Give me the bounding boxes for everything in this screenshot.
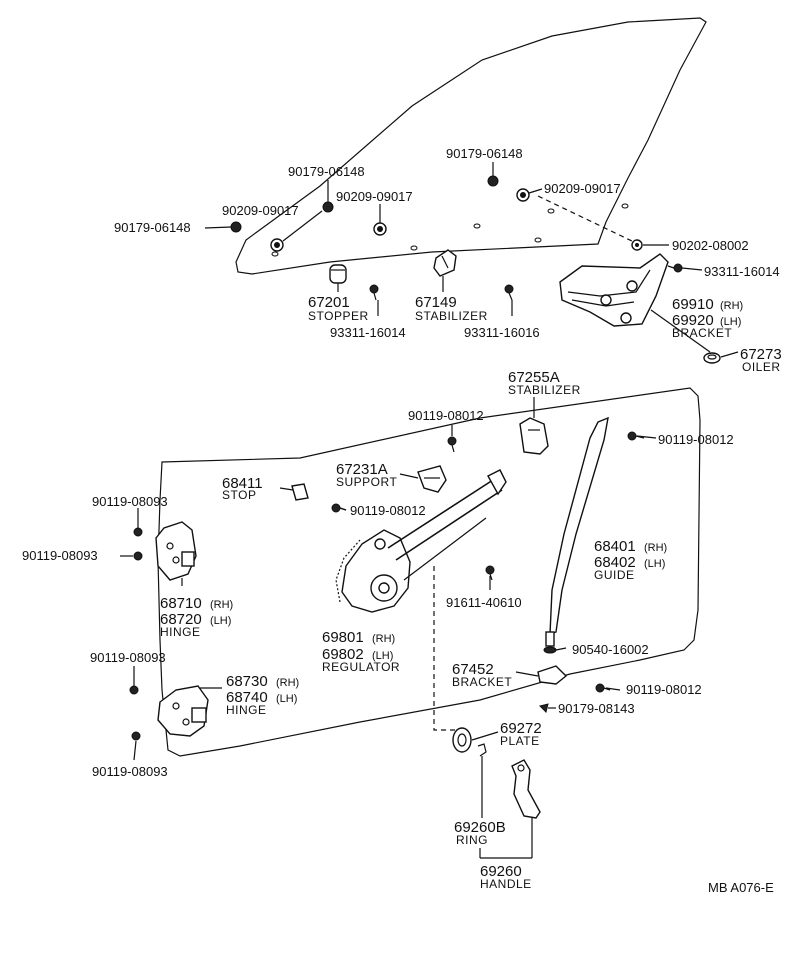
label-90209-09017-mid: 90209-09017 bbox=[336, 189, 413, 204]
label-68720: 68720 bbox=[160, 611, 202, 628]
label-68730-side: (RH) bbox=[276, 677, 299, 689]
label-90119-08093-d: 90119-08093 bbox=[92, 764, 168, 779]
label-93311-16014-right: 93311-16014 bbox=[704, 264, 780, 279]
regulator-69801-part bbox=[335, 469, 507, 613]
label-67255A: 67255A bbox=[508, 369, 560, 386]
stop-68411-part bbox=[291, 483, 309, 501]
label-68740: 68740 bbox=[226, 689, 268, 706]
label-stabilizer-67255A: STABILIZER bbox=[508, 383, 581, 397]
bracket-69910-part bbox=[559, 253, 683, 327]
label-90119-08093-c: 90119-08093 bbox=[90, 650, 166, 665]
label-plate: PLATE bbox=[500, 734, 540, 748]
label-90179-08143: 90179-08143 bbox=[558, 701, 635, 716]
label-bracket-69910: BRACKET bbox=[672, 326, 732, 340]
oiler-67273-part bbox=[703, 352, 721, 364]
label-oiler: OILER bbox=[742, 360, 781, 374]
label-67452: 67452 bbox=[452, 661, 494, 678]
label-90119-08012-c: 90119-08012 bbox=[350, 503, 426, 518]
label-69272: 69272 bbox=[500, 720, 542, 737]
label-93311-16014-bottom: 93311-16014 bbox=[330, 325, 406, 340]
label-68402-side: (LH) bbox=[644, 558, 665, 570]
door-panel-outline bbox=[157, 387, 701, 757]
label-ring: RING bbox=[456, 833, 488, 847]
label-69920: 69920 bbox=[672, 312, 714, 329]
label-90119-08012-b: 90119-08012 bbox=[658, 432, 734, 447]
bracket-67452-part bbox=[537, 665, 568, 685]
label-69910-side: (RH) bbox=[720, 300, 743, 312]
label-69802-side: (LH) bbox=[372, 650, 393, 662]
label-91611-40610: 91611-40610 bbox=[446, 595, 522, 610]
label-67149: 67149 bbox=[415, 294, 457, 311]
lower-hinge-part bbox=[129, 685, 209, 741]
glass-holes bbox=[271, 203, 629, 257]
label-handle: HANDLE bbox=[480, 877, 532, 891]
bolt-93311-16016 bbox=[504, 284, 514, 301]
label-68740-side: (LH) bbox=[276, 693, 297, 705]
label-stabilizer-67149: STABILIZER bbox=[415, 309, 488, 323]
label-hinge-68730: HINGE bbox=[226, 703, 267, 717]
label-67231A: 67231A bbox=[336, 461, 388, 478]
stabilizer-67255A-part bbox=[519, 417, 549, 455]
label-69801-side: (RH) bbox=[372, 633, 395, 645]
label-67273: 67273 bbox=[740, 346, 782, 363]
label-bracket-67452: BRACKET bbox=[452, 675, 512, 689]
label-93311-16016: 93311-16016 bbox=[464, 325, 540, 340]
label-stopper: STOPPER bbox=[308, 309, 369, 323]
diagram-code: MB A076-E bbox=[708, 880, 774, 895]
label-69260: 69260 bbox=[480, 863, 522, 880]
label-69801: 69801 bbox=[322, 629, 364, 646]
regulator-axis-dashed bbox=[433, 566, 458, 731]
label-69910: 69910 bbox=[672, 296, 714, 313]
label-68401-side: (RH) bbox=[644, 542, 667, 554]
label-90179-06148-right: 90179-06148 bbox=[446, 146, 523, 161]
leader-lines bbox=[120, 162, 739, 859]
guide-68401-part bbox=[543, 416, 609, 654]
label-regulator: REGULATOR bbox=[322, 660, 400, 674]
label-90119-08012-a: 90119-08012 bbox=[408, 408, 484, 423]
label-stop: STOP bbox=[222, 488, 256, 502]
plate-69272-part bbox=[452, 727, 472, 753]
label-90119-08093-b: 90119-08093 bbox=[22, 548, 98, 563]
label-69802: 69802 bbox=[322, 646, 364, 663]
stopper-67201-part bbox=[329, 264, 347, 284]
label-67201: 67201 bbox=[308, 294, 350, 311]
glass-fasteners bbox=[230, 175, 643, 252]
label-68401: 68401 bbox=[594, 538, 636, 555]
label-90179-06148-left: 90179-06148 bbox=[114, 220, 191, 235]
bolt-91611-40610 bbox=[485, 565, 495, 581]
upper-hinge-part bbox=[133, 521, 197, 581]
door-glass-outline bbox=[235, 17, 707, 275]
label-69260B: 69260B bbox=[454, 819, 506, 836]
stabilizer-67149-part bbox=[433, 249, 457, 277]
label-90540-16002: 90540-16002 bbox=[572, 642, 649, 657]
handle-69260-part bbox=[511, 759, 541, 819]
ring-69260B-part bbox=[477, 743, 487, 757]
label-69920-side: (LH) bbox=[720, 316, 741, 328]
bolt-90119-08012-d bbox=[595, 683, 611, 693]
label-support: SUPPORT bbox=[336, 475, 397, 489]
bolt-93311-16014 bbox=[369, 284, 379, 301]
label-hinge-68710: HINGE bbox=[160, 625, 201, 639]
label-90209-09017-left: 90209-09017 bbox=[222, 203, 299, 218]
support-67231A-part bbox=[417, 465, 447, 493]
label-68710-side: (RH) bbox=[210, 599, 233, 611]
screw-90179-08143 bbox=[539, 703, 549, 713]
label-90119-08093-a: 90119-08093 bbox=[92, 494, 168, 509]
label-68402: 68402 bbox=[594, 554, 636, 571]
part-labels: 90179-06148 90179-06148 90179-06148 9020… bbox=[22, 146, 782, 895]
label-guide: GUIDE bbox=[594, 568, 635, 582]
bolt-90119-08012-c bbox=[331, 503, 347, 513]
label-68710: 68710 bbox=[160, 595, 202, 612]
label-90119-08012-d: 90119-08012 bbox=[626, 682, 702, 697]
label-90179-06148-top: 90179-06148 bbox=[288, 164, 365, 179]
label-68411: 68411 bbox=[222, 475, 263, 492]
label-90202-08002: 90202-08002 bbox=[672, 238, 749, 253]
bolt-90119-08012-a bbox=[447, 436, 457, 453]
label-90209-09017-right: 90209-09017 bbox=[544, 181, 621, 196]
label-68720-side: (LH) bbox=[210, 615, 231, 627]
label-68730: 68730 bbox=[226, 673, 268, 690]
